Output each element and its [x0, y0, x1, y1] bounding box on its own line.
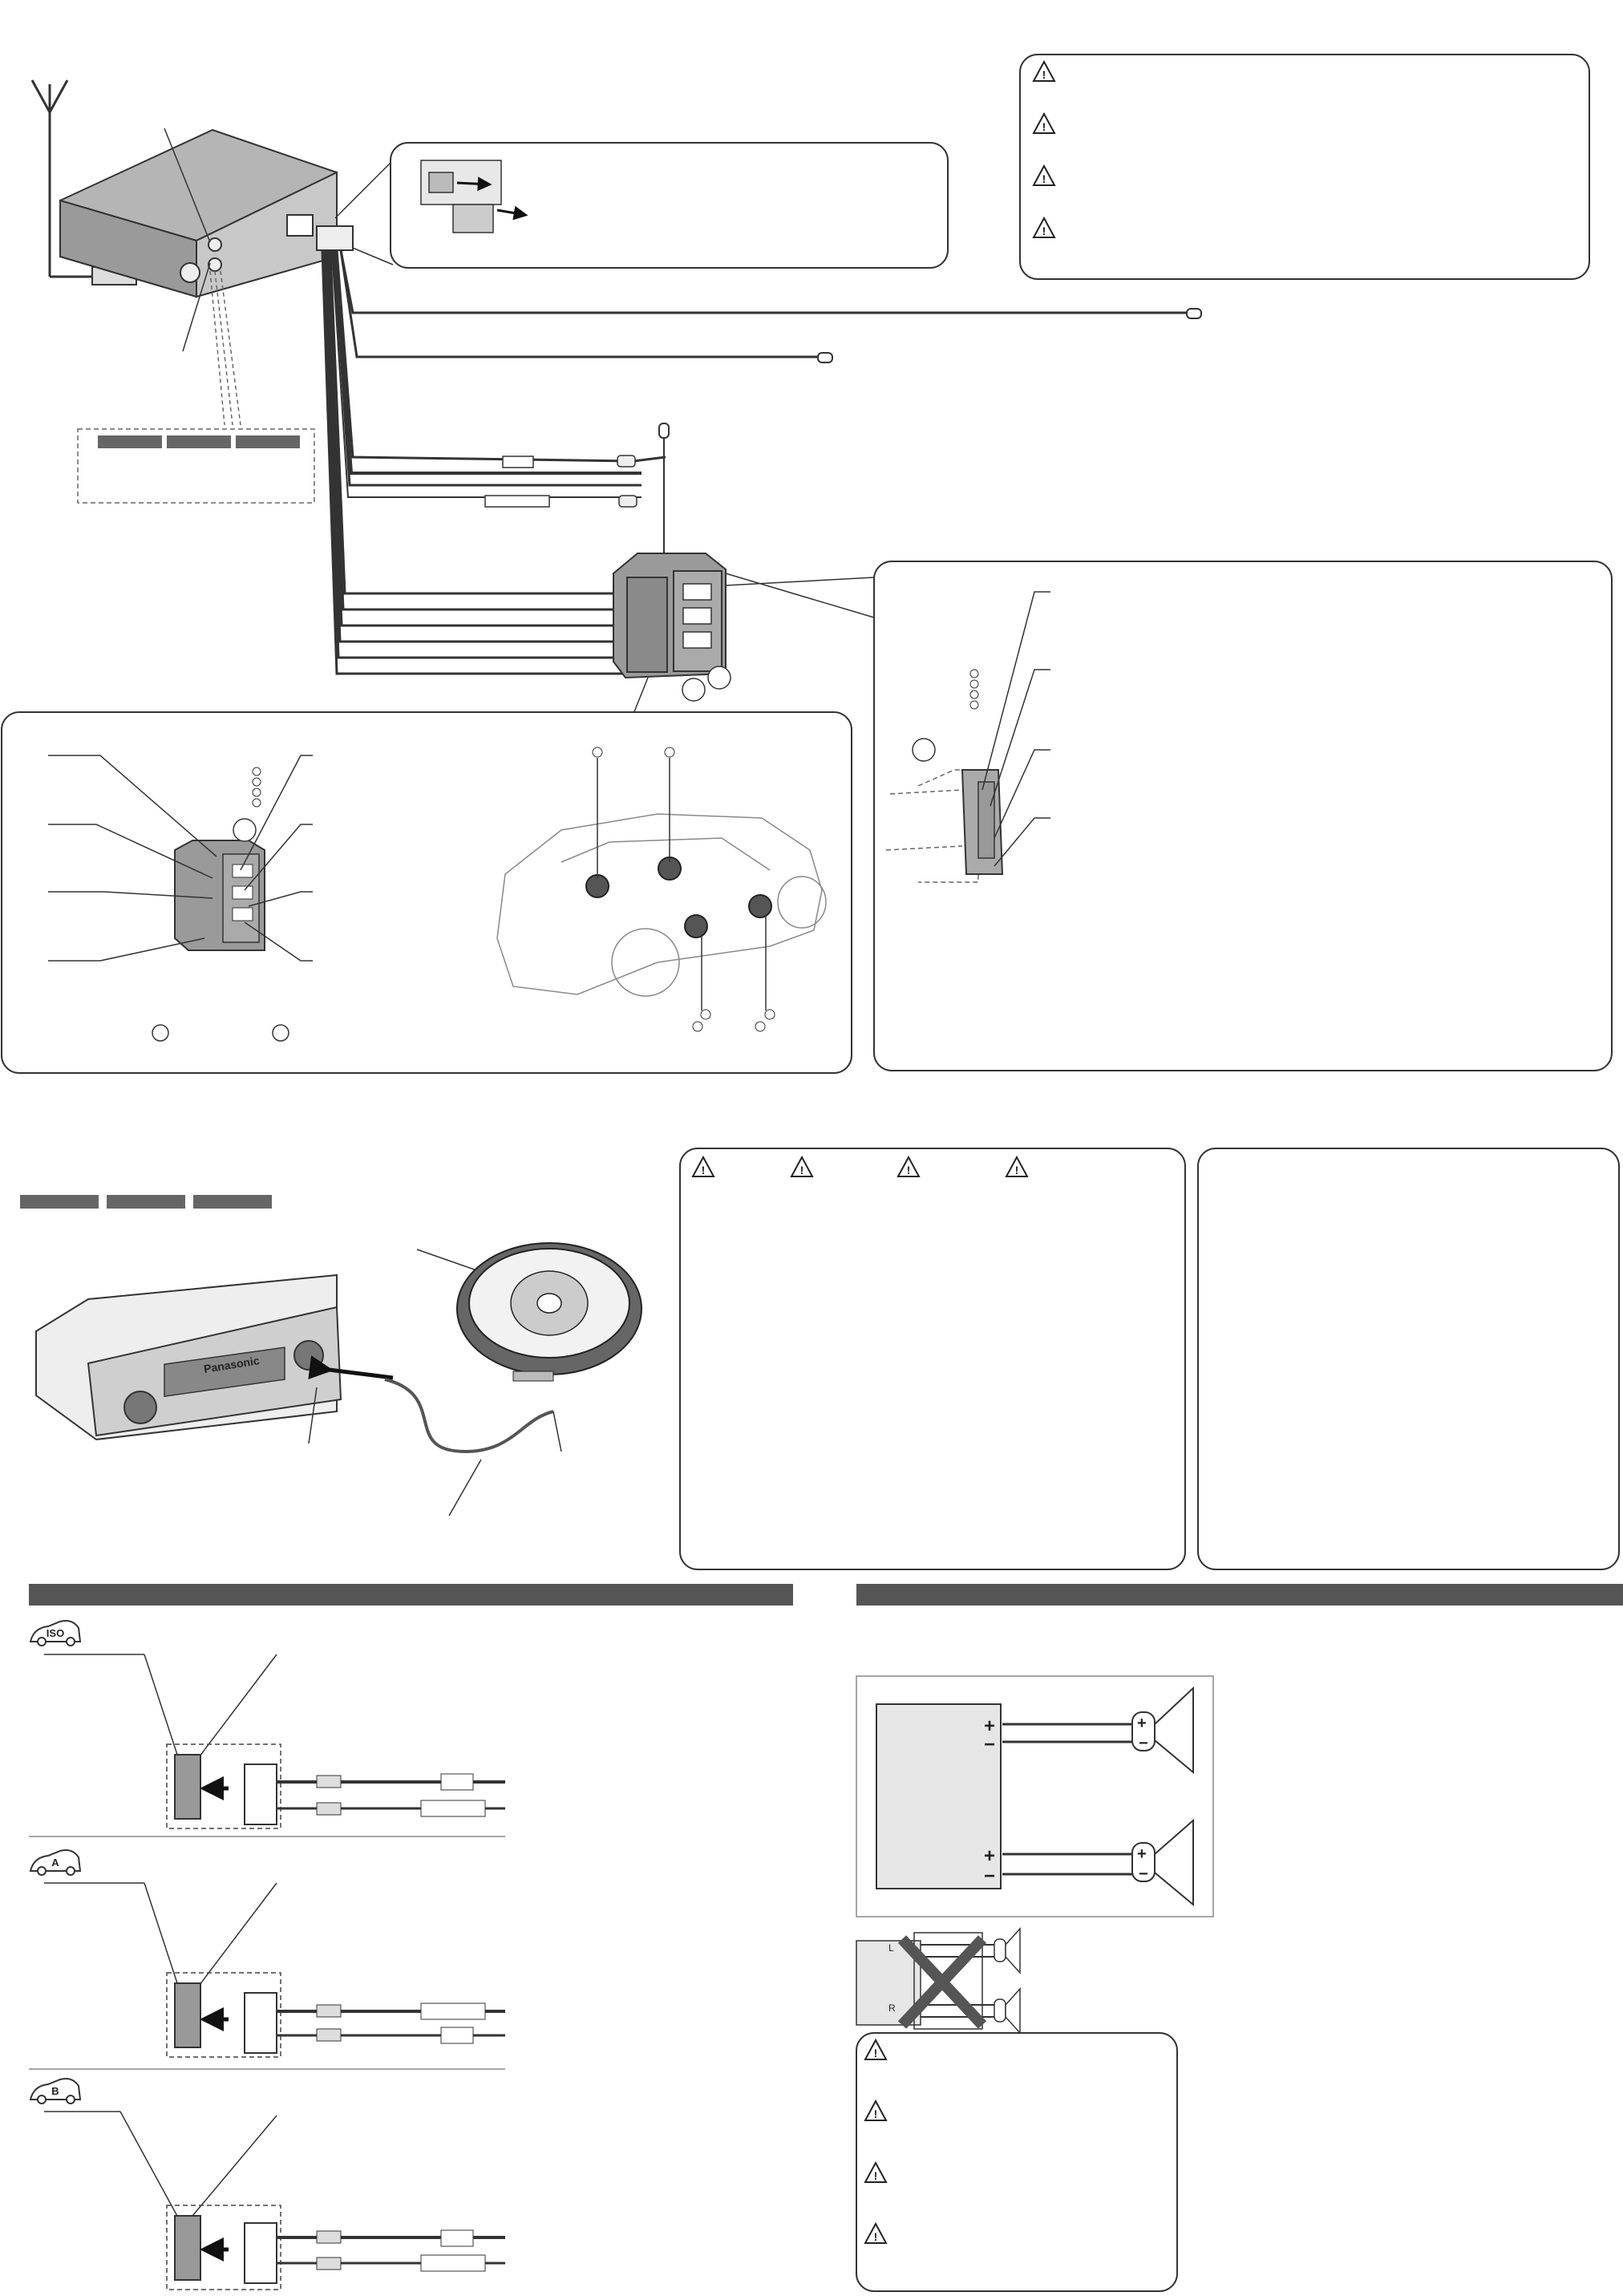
car-stereo-front: Panasonic: [35, 1274, 342, 1441]
warning-box-bottom: [856, 2032, 1178, 2292]
section-header-right: [856, 1584, 1623, 1606]
connector-callout-box: [390, 142, 949, 269]
car-icon: A: [29, 1849, 82, 1876]
car-badge-iso: ISO: [47, 1627, 64, 1639]
speaker-icon: [585, 856, 772, 938]
speaker-icon: [1131, 1818, 1194, 1907]
section-header-left: [29, 1584, 793, 1606]
connector-detail-box-right: [873, 561, 1613, 1071]
speaker-correct-diagram: + − + − + − + −: [856, 1675, 1214, 1917]
polarity-minus: −: [984, 1734, 995, 1755]
speaker-polarity-minus: −: [1139, 1735, 1148, 1752]
head-unit-box: [59, 128, 338, 298]
polarity-plus: +: [984, 1845, 995, 1867]
car-icon: ISO: [29, 1620, 82, 1646]
iso-connector: [613, 553, 731, 702]
label-bars: [20, 1195, 272, 1209]
adapter-b: [44, 2111, 505, 2290]
car-icon: B: [29, 2078, 82, 2104]
car-badge-a: A: [51, 1857, 59, 1869]
speaker-icon: [994, 1927, 1021, 2035]
note-box-middle: [1197, 1148, 1620, 1570]
speaker-icon: [1131, 1686, 1194, 1775]
car-badge-b: B: [51, 2085, 59, 2097]
speaker-polarity-plus: +: [1137, 1845, 1147, 1863]
speaker-polarity-plus: +: [1137, 1715, 1147, 1732]
dashed-note-box: [77, 428, 315, 504]
input-arrow: [308, 1355, 394, 1380]
car-speaker-illustration: [496, 813, 827, 997]
channel-label-r: R: [888, 2002, 896, 2014]
polarity-plus: +: [984, 1715, 995, 1737]
warning-box-middle: [679, 1148, 1186, 1570]
audio-cable: [384, 1378, 554, 1454]
adapter-iso: [44, 1654, 505, 1829]
cross-icon: [897, 1935, 987, 2029]
speaker-wrong-diagram: L R: [856, 1927, 1021, 2035]
portable-cd-player: [456, 1242, 642, 1382]
polarity-minus: −: [984, 1865, 995, 1887]
warning-box-top: [1019, 54, 1590, 280]
channel-label-l: L: [888, 1942, 894, 1954]
adapter-a: [44, 1882, 505, 2058]
speaker-polarity-minus: −: [1139, 1865, 1148, 1883]
speaker-wiring-box: [1, 711, 852, 1074]
